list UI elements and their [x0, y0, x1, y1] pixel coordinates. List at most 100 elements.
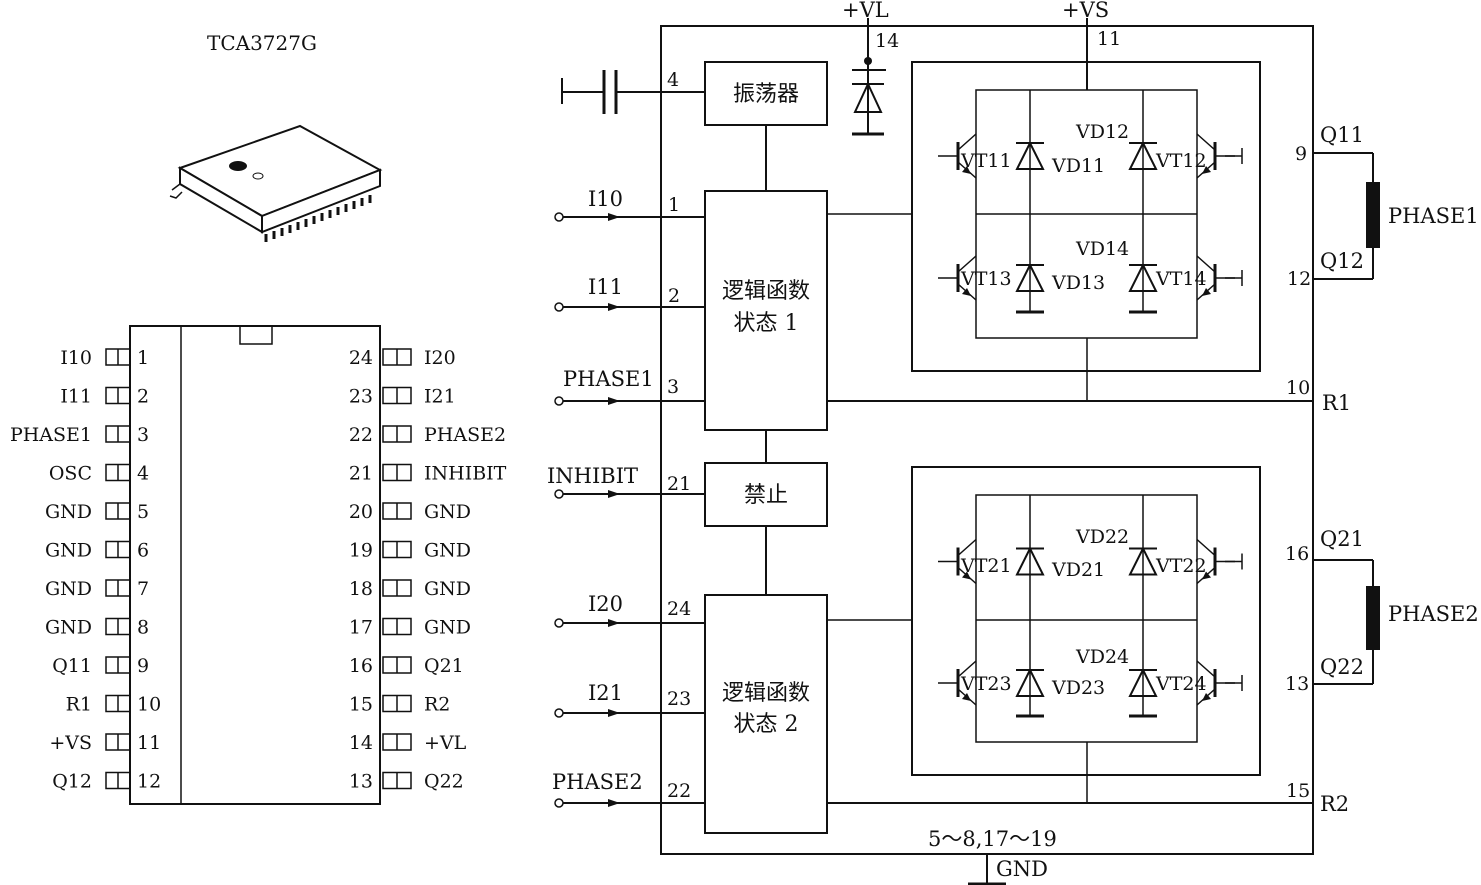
- pin-10-label: 10: [1286, 377, 1310, 399]
- q11-label: Q11: [1320, 123, 1364, 147]
- pin-21-label: 21: [667, 473, 691, 495]
- dip-left-pin-number: 5: [137, 501, 149, 523]
- vs-label: +VS: [1062, 0, 1109, 22]
- dip-left-pin-number: 10: [137, 694, 161, 716]
- input-i10-label: I10: [588, 187, 623, 211]
- dip-left-pin-number: 2: [137, 386, 149, 408]
- dip-left-pin-number: 12: [137, 771, 161, 793]
- dip-right-pin-number: 18: [349, 578, 373, 600]
- gnd-label: GND: [996, 857, 1048, 881]
- dip-right-pin-number: 20: [349, 501, 373, 523]
- vt21-label: VT21: [960, 555, 1012, 577]
- pin-11-label: 11: [1097, 28, 1121, 50]
- pin-3-label: 3: [667, 376, 679, 398]
- h-bridge-1: [827, 61, 1261, 401]
- dip-left-pin-name: GND: [45, 540, 92, 562]
- dip-right-pin-name: INHIBIT: [424, 463, 507, 485]
- dip-left-pin-name: I11: [60, 386, 92, 408]
- input-i20-label: I20: [588, 592, 623, 616]
- dip-right-pin-number: 17: [349, 617, 373, 639]
- upper-left-diode-icon: [1015, 140, 1045, 170]
- logic-1-line2: 状态 1: [734, 311, 799, 336]
- dip-right-pin-number: 13: [349, 771, 373, 793]
- dip-right-pin-number: 24: [349, 347, 373, 369]
- dip-right-pin-number: 14: [349, 732, 373, 754]
- dip-left-pin-number: 1: [137, 347, 149, 369]
- input-i21-label: I21: [588, 681, 623, 705]
- dip-left-pin-name: Q12: [52, 771, 92, 793]
- dip-left-pin-number: 6: [137, 540, 149, 562]
- phase1-coil: [1313, 152, 1380, 280]
- dip-right-pin-name: Q22: [424, 771, 464, 793]
- logic-2-line2: 状态 2: [734, 712, 799, 737]
- dip-left-pin-number: 9: [137, 655, 149, 677]
- dip-right-pin-number: 16: [349, 655, 373, 677]
- q22-label: Q22: [1320, 655, 1364, 679]
- dip-right-pin-name: PHASE2: [424, 424, 506, 446]
- dip-left-pin-name: PHASE1: [10, 424, 92, 446]
- dip-right-pin-name: +VL: [424, 732, 467, 754]
- dip-left-pin-number: 8: [137, 617, 149, 639]
- dip-right-pin-number: 15: [349, 694, 373, 716]
- upper-left-transistor-icon: [938, 538, 977, 585]
- input-inhibit-label: INHIBIT: [547, 464, 638, 488]
- inhibit-label: 禁止: [744, 483, 788, 508]
- dip-left-pin-number: 3: [137, 424, 149, 446]
- phase1-coil-label: PHASE1: [1388, 204, 1479, 228]
- r1-label: R1: [1322, 391, 1351, 415]
- oscillator-label: 振荡器: [733, 82, 799, 107]
- vd11-label: VD11: [1051, 155, 1105, 177]
- input-phase2-label: PHASE2: [552, 770, 643, 794]
- dip-right-pin-name: I20: [424, 347, 456, 369]
- chip-package-illustration: [169, 124, 383, 242]
- logic-1-line1: 逻辑函数: [722, 279, 810, 304]
- dip-right-pin-number: 21: [349, 463, 373, 485]
- pin-9-label: 9: [1295, 143, 1307, 165]
- dip-left-pin-name: I10: [60, 347, 92, 369]
- bridge-1-components: [938, 133, 1243, 314]
- logic-2-line1: 逻辑函数: [722, 681, 810, 706]
- bridge-2-components: [938, 538, 1243, 718]
- dip-left-pin-name: GND: [45, 501, 92, 523]
- dip-right-pin-name: Q21: [424, 655, 464, 677]
- input-phase1-label: PHASE1: [563, 367, 654, 391]
- vt11-label: VT11: [960, 150, 1012, 172]
- phase2-coil-label: PHASE2: [1388, 602, 1479, 626]
- vd21-label: VD21: [1051, 559, 1105, 581]
- input-terminals: [554, 212, 705, 808]
- dip-right-pin-name: GND: [424, 540, 471, 562]
- phase2-coil: [1313, 559, 1380, 685]
- vd13-label: VD13: [1051, 272, 1105, 294]
- vt13-label: VT13: [960, 268, 1012, 290]
- pin-1-label: 1: [668, 194, 680, 216]
- pin-4-label: 4: [667, 69, 679, 91]
- vt23-label: VT23: [960, 673, 1012, 695]
- input-i11-label: I11: [588, 275, 623, 299]
- dip-right-pin-name: GND: [424, 617, 471, 639]
- vt12-label: VT12: [1155, 150, 1207, 172]
- chip-title: TCA3727G: [207, 31, 317, 55]
- upper-right-diode-icon: [1128, 140, 1158, 170]
- dip-right-pin-name: I21: [424, 386, 456, 408]
- dip-left-pin-number: 11: [137, 732, 161, 754]
- pin-15-label: 15: [1286, 780, 1310, 802]
- oscillator-capacitor: [561, 70, 705, 114]
- vd22-label: VD22: [1075, 526, 1129, 548]
- dip-left-pin-name: GND: [45, 578, 92, 600]
- dip-right-pin-number: 22: [349, 424, 373, 446]
- dip-left-pin-number: 7: [137, 578, 149, 600]
- lower-right-diode-icon: [1128, 262, 1158, 292]
- dip-right-pin-number: 23: [349, 386, 373, 408]
- vt22-label: VT22: [1155, 555, 1207, 577]
- dip-body: [129, 325, 381, 805]
- gnd-pins-label: 5～8,17～19: [928, 827, 1057, 851]
- dip-left-pin-name: GND: [45, 617, 92, 639]
- dip-right-pin-number: 19: [349, 540, 373, 562]
- dip-left-pin-number: 4: [137, 463, 149, 485]
- lower-right-diode-icon: [1128, 667, 1158, 697]
- pin-24-label: 24: [667, 598, 691, 620]
- vd14-label: VD14: [1075, 238, 1129, 260]
- lower-left-diode-icon: [1015, 667, 1045, 697]
- upper-left-transistor-icon: [938, 133, 977, 179]
